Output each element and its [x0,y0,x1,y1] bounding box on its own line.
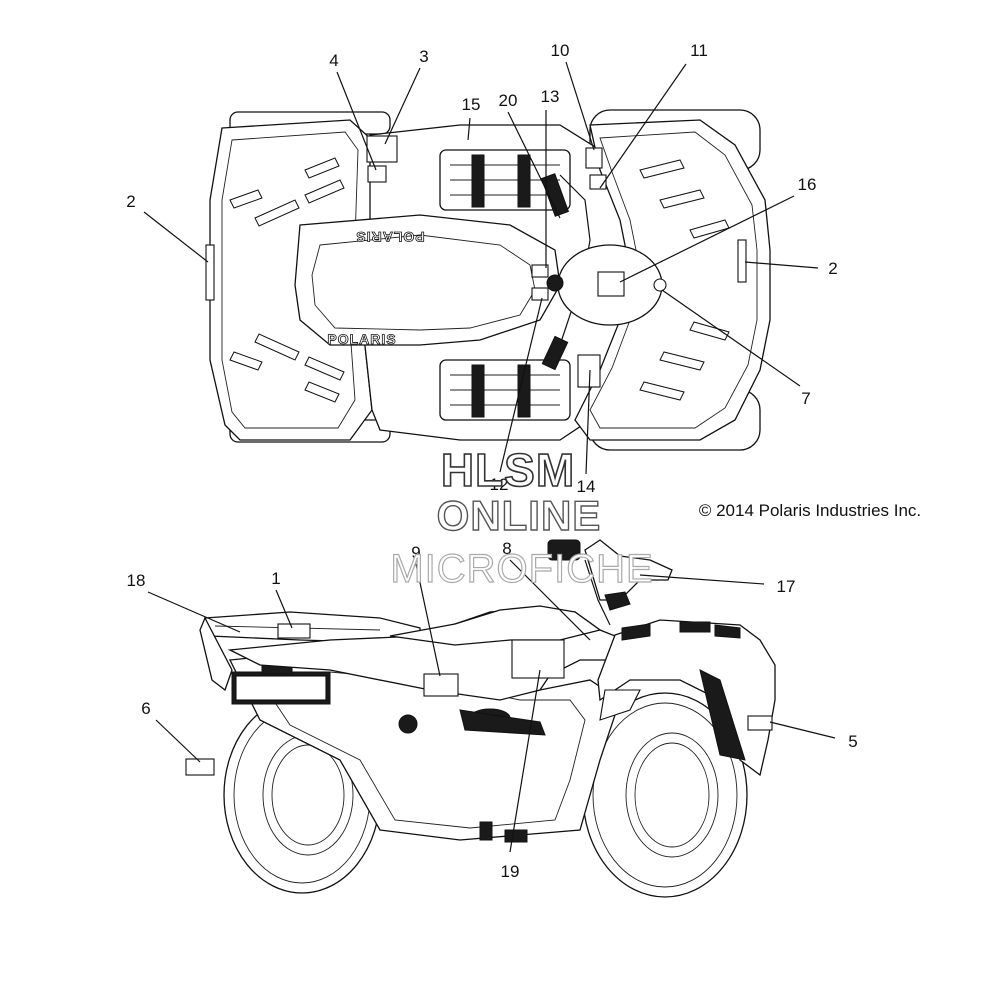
leader-lines [143,61,836,853]
callout-10: 10 [551,41,570,60]
callout-3: 3 [419,47,428,66]
decal-4 [367,165,387,183]
callout-17: 17 [777,577,796,596]
decal-9 [423,673,459,697]
callout-20: 20 [499,91,518,110]
decal-2-right [737,239,747,283]
callout-14: 14 [577,477,596,496]
front-wheel [582,692,748,898]
watermark-line-2: ONLINE [437,492,602,539]
watermark-line-3: MICROFICHE [390,547,653,591]
callout-18: 18 [127,571,146,590]
callout-16: 16 [798,175,817,194]
side-seat [389,605,602,646]
seat [294,214,561,346]
decal-16 [597,271,625,297]
callout-labels: 4 3 15 20 13 10 11 16 2 2 7 12 14 9 8 17… [126,41,857,881]
brand-logo-top: POLARIS [355,229,424,245]
decal-10 [585,147,603,169]
top-view-atv: POLARIS POLARIS [205,109,771,451]
brand-logo-bottom: POLARIS [327,331,396,347]
footrest-top [439,149,571,211]
callout-12: 12 [490,475,509,494]
decal-2-left [205,244,215,301]
callout-4: 4 [329,51,338,70]
decal-19 [511,639,565,679]
callout-2-right: 2 [828,259,837,278]
decal-3 [366,135,398,163]
callout-19: 19 [501,862,520,881]
copyright-notice: © 2014 Polaris Industries Inc. [699,501,921,520]
decal-5 [747,715,773,731]
side-view-atv [185,539,776,898]
callout-9: 9 [411,543,420,562]
watermark-line-1: HLSM [441,444,575,496]
callout-1: 1 [271,569,280,588]
decal-13 [531,264,549,278]
callout-8: 8 [502,539,511,558]
callout-11: 11 [690,41,708,60]
decal-6 [185,758,215,776]
callout-6: 6 [141,699,150,718]
callout-2-left: 2 [126,192,135,211]
footrest-bottom [439,359,571,421]
decal-12 [531,287,549,301]
callout-7: 7 [801,389,810,408]
callout-15: 15 [462,95,481,114]
callout-13: 13 [541,87,560,106]
decal-1 [277,623,311,639]
watermark: HLSM ONLINE MICROFICHE [390,443,654,591]
callout-5: 5 [848,732,857,751]
